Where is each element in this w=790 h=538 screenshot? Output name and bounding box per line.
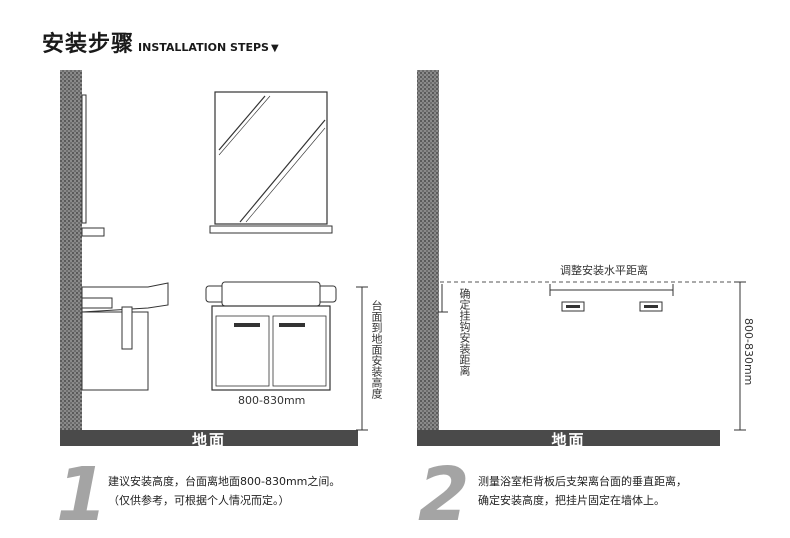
cabinet-door-right: [272, 315, 327, 387]
mirror-shelf-side: [81, 227, 105, 237]
cabinet-width-label: 800-830mm: [238, 394, 306, 407]
door-handle-left: [234, 323, 260, 327]
step-number-2: 2: [418, 452, 470, 538]
section-header: 安装步骤 INSTALLATION STEPS ▼: [42, 26, 279, 58]
step-number-1: 1: [56, 452, 108, 538]
ground-bar-2: [417, 430, 720, 446]
mirror-shelf-front: [209, 225, 333, 234]
title-chinese: 安装步骤: [42, 32, 135, 57]
step-1-line-1: 建议安装高度，台面离地面800-830mm之间。: [108, 475, 341, 488]
installation-steps-diagram: 安装步骤 INSTALLATION STEPS ▼: [42, 26, 755, 532]
ground-bar-1: [60, 430, 358, 446]
wall-tile-left: [60, 70, 82, 430]
step-1-description: 建议安装高度，台面离地面800-830mm之间。 （仅供参考，可根据个人情况而定…: [108, 472, 340, 510]
horizontal-distance-label: 调整安装水平距离: [560, 264, 648, 277]
installation-drawing: [60, 70, 746, 446]
mirror-side-profile: [81, 94, 87, 224]
step-2-line-1: 测量浴室柜背板后支架离台面的垂直距离，: [478, 475, 687, 488]
wall-tile-right: [417, 70, 439, 430]
step-1-line-2: （仅供参考，可根据个人情况而定。）: [108, 494, 290, 507]
height-label-2: 800-830mm: [742, 318, 755, 386]
step-2-description: 测量浴室柜背板后支架离台面的垂直距离， 确定安装高度，把挂片固定在墙体上。: [478, 472, 687, 510]
step-2-line-2: 确定安装高度，把挂片固定在墙体上。: [478, 494, 665, 507]
cabinet-door-left: [215, 315, 270, 387]
ground-label-1: 地面: [191, 431, 226, 449]
triangle-down-icon: ▼: [270, 43, 279, 54]
height-label-1: 台面到地面安装高度: [370, 300, 383, 399]
ground-label-2: 地面: [551, 431, 586, 449]
door-handle-right: [279, 323, 305, 327]
title-english: INSTALLATION STEPS: [138, 41, 269, 54]
cabinet-side-profile: [81, 311, 149, 391]
hook-distance-label: 确定挂钩安装距离: [458, 288, 471, 376]
mirror-front: [214, 91, 328, 225]
